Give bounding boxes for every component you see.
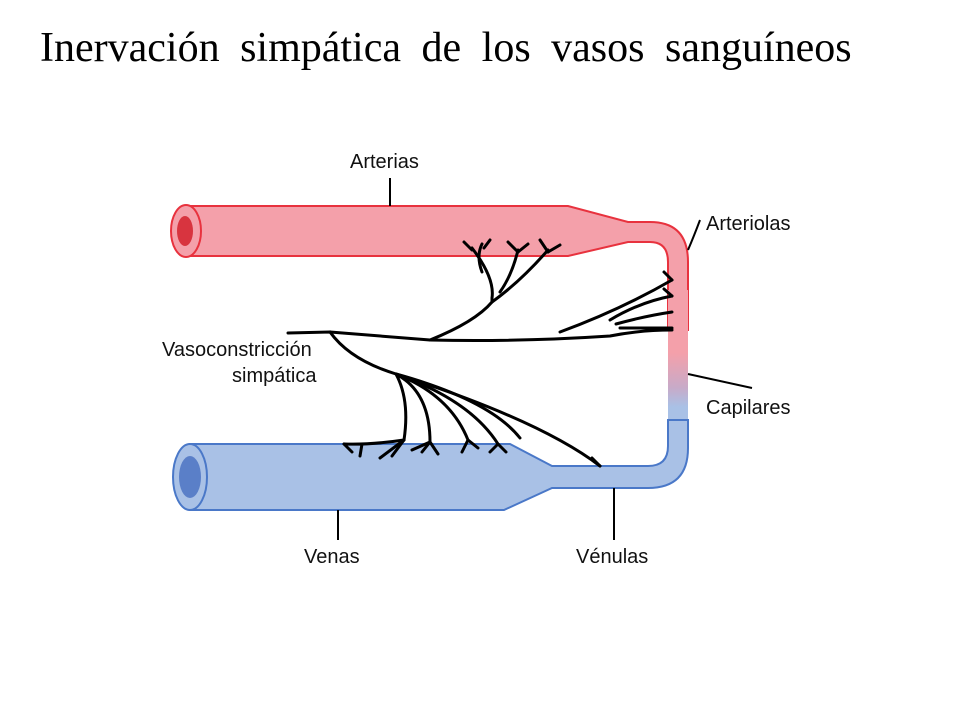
artery-lumen — [177, 216, 193, 246]
arterioles-leader — [687, 219, 701, 251]
vein-lumen — [179, 456, 201, 498]
nerve-trunk — [286, 328, 674, 342]
label-arterioles: Arteriolas — [706, 213, 790, 235]
slide-title: Inervación simpática de los vasos sanguí… — [40, 25, 852, 71]
label-vasoconstriction-line1: Vasoconstricción — [162, 339, 312, 361]
label-vasoconstriction-line2: simpática — [232, 365, 317, 387]
vein-vessel — [189, 419, 689, 511]
sympathetic-nerve — [286, 238, 674, 468]
label-veins: Venas — [304, 546, 360, 568]
label-venules: Vénulas — [576, 546, 648, 568]
vein — [172, 419, 689, 511]
capillaries-leader — [687, 373, 753, 389]
label-capillaries: Capilares — [706, 397, 790, 419]
label-arteries: Arterias — [350, 151, 419, 173]
leader-lines — [337, 178, 753, 540]
